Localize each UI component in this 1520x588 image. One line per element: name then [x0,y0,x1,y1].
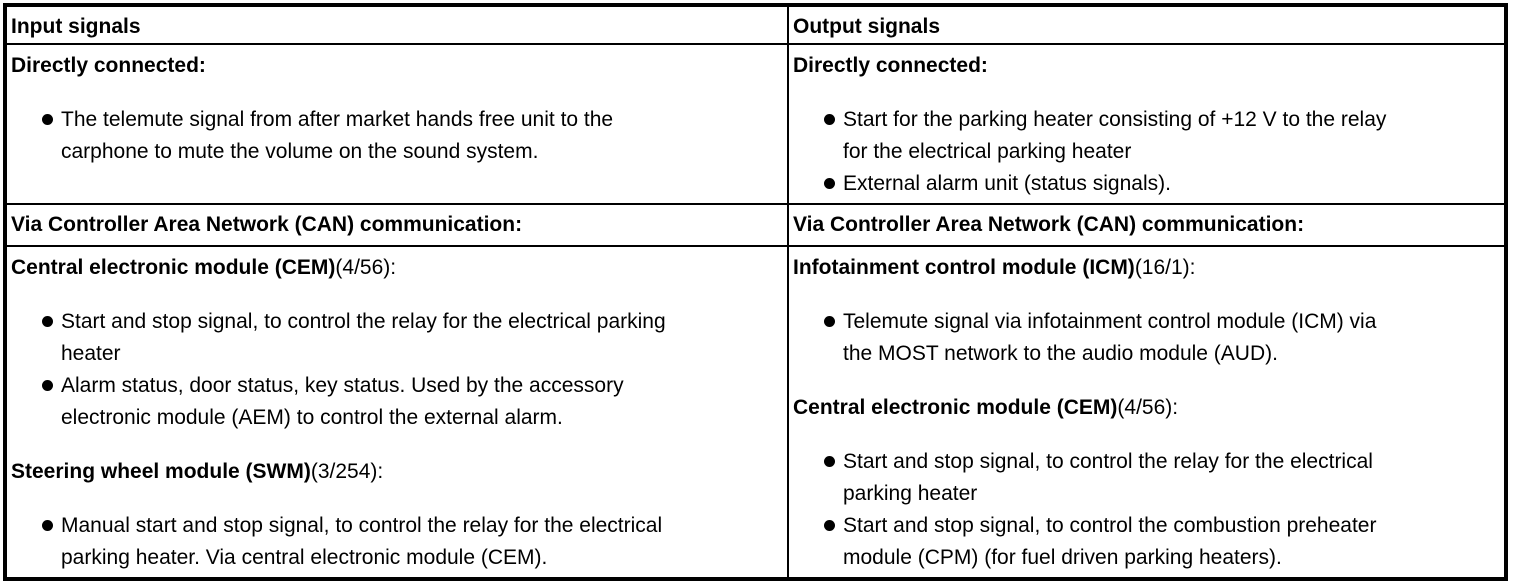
bullet-icon [42,520,53,531]
output-modules-cell: Infotainment control module (ICM)(16/1):… [789,247,1504,577]
module-name: Central electronic module (CEM) [793,396,1118,419]
bullet-list: Start and stop signal, to control the re… [11,306,783,434]
output-can-heading: Via Controller Area Network (CAN) commun… [793,213,1305,236]
table-header-row: Input signals Output signals [7,7,1504,45]
module-section-cem-output: Central electronic module (CEM)(4/56): S… [793,392,1500,574]
module-heading: Infotainment control module (ICM)(16/1): [793,252,1500,284]
input-modules-cell: Central electronic module (CEM)(4/56): S… [7,247,789,577]
list-item: Telemute signal via infotainment control… [793,306,1500,370]
list-item: Start and stop signal, to control the re… [11,306,783,370]
bullet-list: Start and stop signal, to control the re… [793,446,1500,574]
module-ref: (16/1): [1134,256,1196,279]
bullet-icon [42,380,53,391]
bullet-text: External alarm unit (status signals). [843,172,1171,195]
bullet-icon [824,520,835,531]
directly-connected-heading: Directly connected: [11,54,206,77]
list-item: The telemute signal from after market ha… [11,104,783,168]
module-heading: Central electronic module (CEM)(4/56): [793,392,1500,424]
bullet-text: Start and stop signal, to control the re… [843,450,1373,505]
bullet-list: Telemute signal via infotainment control… [793,306,1500,370]
input-can-heading: Via Controller Area Network (CAN) commun… [7,205,789,245]
input-directly-connected-cell: Directly connected: The telemute signal … [7,45,789,203]
list-item: Start and stop signal, to control the co… [793,510,1500,574]
module-name: Central electronic module (CEM) [11,256,336,279]
module-ref: (4/56): [335,256,397,279]
module-name: Steering wheel module (SWM) [11,460,311,483]
module-ref: (4/56): [1117,396,1179,419]
bullet-text: Start and stop signal, to control the re… [61,310,666,365]
list-item: Manual start and stop signal, to control… [11,510,783,574]
bullet-text: Start and stop signal, to control the co… [843,514,1377,569]
directly-connected-heading: Directly connected: [793,54,988,77]
module-heading: Central electronic module (CEM)(4/56): [11,252,783,284]
bullet-icon [42,316,53,327]
bullet-text: The telemute signal from after market ha… [61,108,614,163]
bullet-icon [824,114,835,125]
module-section-swm: Steering wheel module (SWM)(3/254): Manu… [11,456,783,574]
bullet-text: Telemute signal via infotainment control… [843,310,1377,365]
modules-row: Central electronic module (CEM)(4/56): S… [7,247,1504,577]
module-ref: (3/254): [310,460,384,483]
bullet-icon [824,316,835,327]
module-section-cem: Central electronic module (CEM)(4/56): S… [11,252,783,434]
list-item: External alarm unit (status signals). [793,168,1500,200]
bullet-list: Start for the parking heater consisting … [793,104,1500,200]
output-directly-connected-cell: Directly connected: Start for the parkin… [789,45,1504,203]
bullet-text: Manual start and stop signal, to control… [61,514,663,569]
input-signals-header: Input signals [7,7,789,43]
bullet-list: Manual start and stop signal, to control… [11,510,783,574]
bullet-icon [42,114,53,125]
output-signals-header: Output signals [793,15,940,38]
bullet-icon [824,456,835,467]
bullet-text: Alarm status, door status, key status. U… [61,374,624,429]
list-item: Start for the parking heater consisting … [793,104,1500,168]
list-item: Start and stop signal, to control the re… [793,446,1500,510]
directly-connected-row: Directly connected: The telemute signal … [7,45,1504,205]
signals-table: Input signals Output signals Directly co… [3,3,1508,581]
bullet-icon [824,178,835,189]
module-section-icm: Infotainment control module (ICM)(16/1):… [793,252,1500,370]
can-communication-row: Via Controller Area Network (CAN) commun… [7,205,1504,247]
bullet-text: Start for the parking heater consisting … [843,108,1387,163]
module-name: Infotainment control module (ICM) [793,256,1135,279]
module-heading: Steering wheel module (SWM)(3/254): [11,456,783,488]
list-item: Alarm status, door status, key status. U… [11,370,783,434]
bullet-list: The telemute signal from after market ha… [11,104,783,168]
